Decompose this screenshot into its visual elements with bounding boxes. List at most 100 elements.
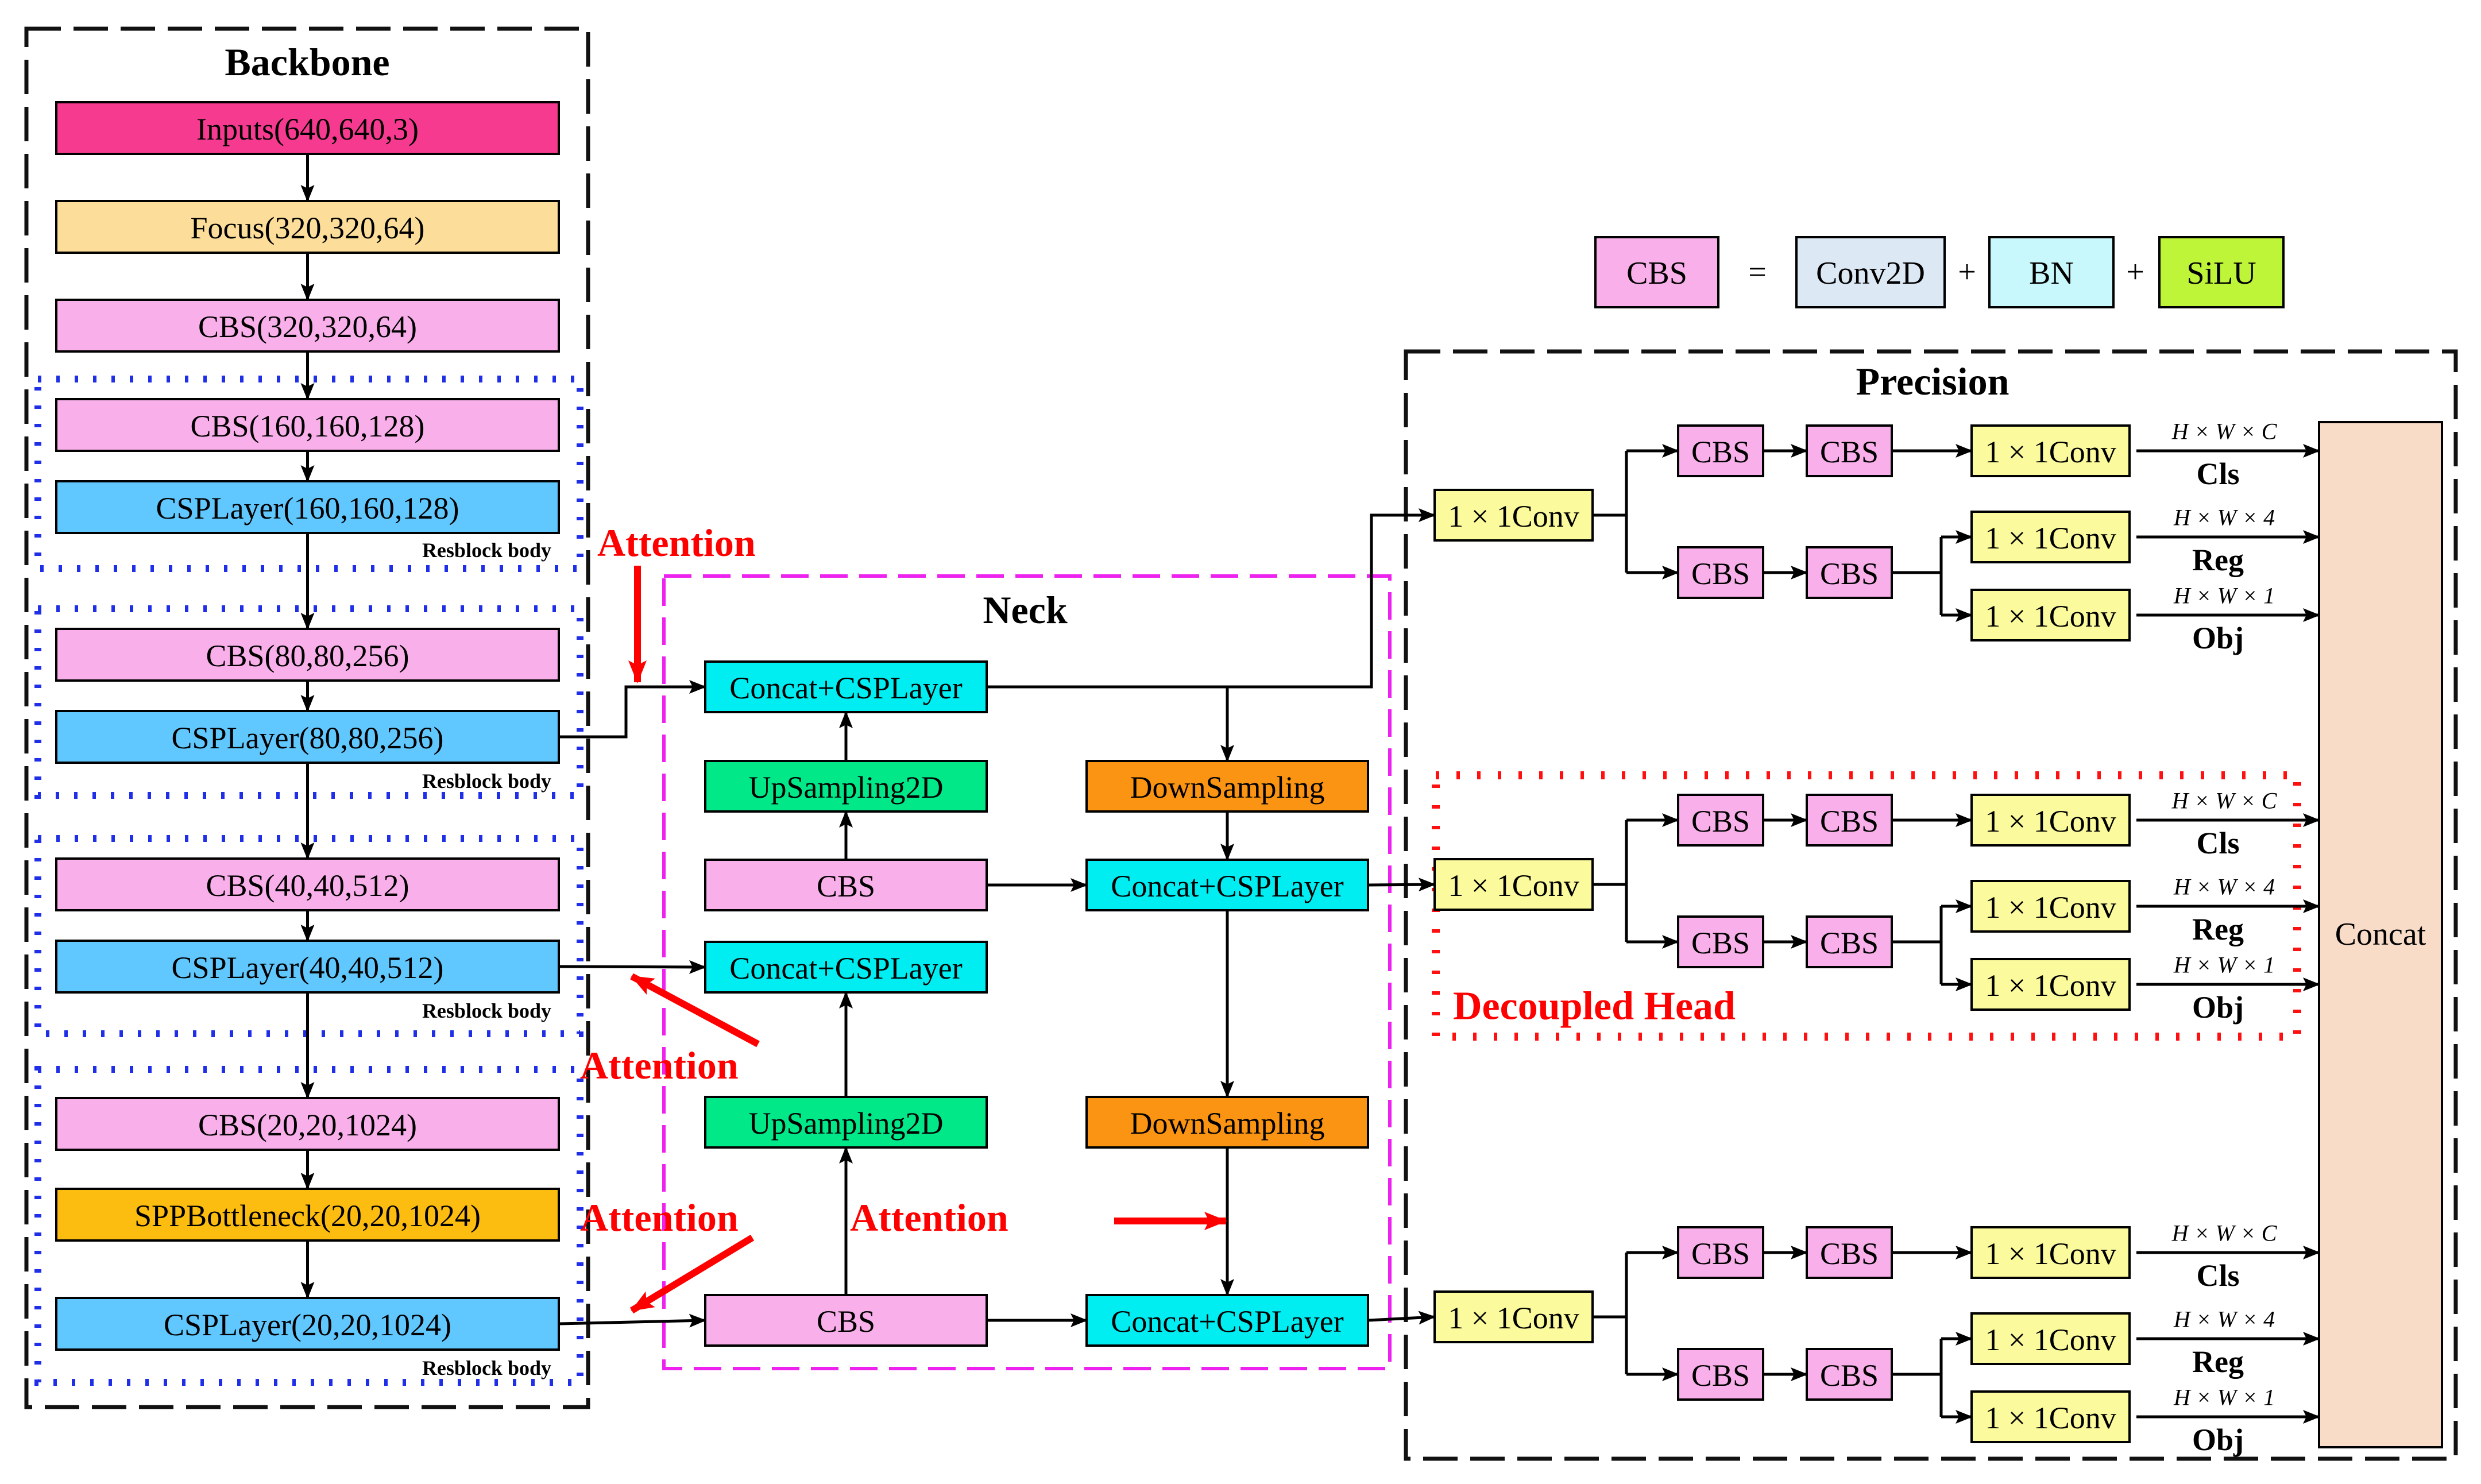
head2-cls-cbs-1-label: CBS bbox=[1691, 804, 1750, 838]
neck-to-head-1 bbox=[1227, 508, 1436, 689]
head3-reg-cbs-1-label: CBS bbox=[1691, 1358, 1750, 1393]
head3-entry-conv-label: 1 × 1Conv bbox=[1448, 1301, 1579, 1335]
head3-reg-conv-label: 1 × 1Conv bbox=[1985, 1323, 2116, 1357]
legend-silu bbox=[2158, 236, 2285, 308]
neck-concat-right-bot-label: Concat+CSPLayer bbox=[1111, 1304, 1343, 1339]
head3-entry-conv bbox=[1433, 1290, 1594, 1343]
head3-cls-cbs-1 bbox=[1677, 1226, 1764, 1279]
neck-down-bot-label: DownSampling bbox=[1130, 1106, 1324, 1141]
resblock-frame-4 bbox=[34, 1066, 583, 1386]
head1-obj-dim: H × W × 1 bbox=[2173, 583, 2275, 609]
head2-reg-label: Reg bbox=[2192, 912, 2244, 946]
connectors bbox=[300, 154, 2320, 1424]
legend-bn bbox=[1988, 236, 2115, 308]
backbone-csp4-label: CSPLayer(20,20,1024) bbox=[164, 1308, 451, 1342]
head2-reg-cbs-2 bbox=[1806, 915, 1893, 968]
head1-reg-cbs-2 bbox=[1806, 546, 1893, 599]
backbone-cbs2-label: CBS(80,80,256) bbox=[206, 639, 409, 673]
backbone-cbs2 bbox=[55, 628, 560, 682]
head1-cls-cbs-2 bbox=[1806, 424, 1893, 477]
head3-reg-conv bbox=[1970, 1312, 2131, 1365]
head2-cls-cbs-2 bbox=[1806, 794, 1893, 847]
head2-entry-conv-label: 1 × 1Conv bbox=[1448, 868, 1579, 903]
backbone-cbs0-label: CBS(320,320,64) bbox=[198, 310, 417, 344]
head3-cls-conv bbox=[1970, 1226, 2131, 1279]
backbone-csp3 bbox=[55, 940, 560, 994]
neck-concat-right-mid-label: Concat+CSPLayer bbox=[1111, 869, 1343, 903]
backbone-to-neck-bot bbox=[558, 1313, 706, 1328]
head1-reg-conv-label: 1 × 1Conv bbox=[1985, 521, 2116, 555]
head2-reg-cbs-2-label: CBS bbox=[1820, 926, 1879, 960]
head3-obj-label: Obj bbox=[2192, 1423, 2244, 1457]
neck-up-top-label: UpSampling2D bbox=[748, 770, 943, 805]
head1-cls-dim: H × W × C bbox=[2171, 419, 2278, 445]
neck-cbs-bot-label: CBS bbox=[817, 1304, 875, 1339]
head1-reg-label: Reg bbox=[2192, 543, 2244, 577]
head2-cls-conv bbox=[1970, 794, 2131, 847]
neck-cbs-bot bbox=[704, 1294, 988, 1347]
head1-entry-conv-label: 1 × 1Conv bbox=[1448, 499, 1579, 534]
head2-obj-dim: H × W × 1 bbox=[2173, 952, 2275, 978]
backbone-csp3-label: CSPLayer(40,40,512) bbox=[172, 950, 444, 985]
neck-down-top-label: DownSampling bbox=[1130, 770, 1324, 805]
resblock-label-1: Resblock body bbox=[422, 539, 551, 562]
backbone-cbs3 bbox=[55, 857, 560, 911]
head3-cls-label: Cls bbox=[2196, 1258, 2239, 1293]
backbone-focus bbox=[55, 200, 560, 254]
backbone-inputs-label: Inputs(640,640,3) bbox=[196, 112, 419, 146]
backbone-cbs3-label: CBS(40,40,512) bbox=[206, 868, 409, 903]
attention-label-1: Attention bbox=[597, 521, 756, 565]
head3-cls-conv-label: 1 × 1Conv bbox=[1985, 1236, 2116, 1271]
head1-cls-cbs-1-label: CBS bbox=[1691, 435, 1750, 469]
backbone-cbs1 bbox=[55, 398, 560, 452]
backbone-title: Backbone bbox=[225, 40, 389, 84]
legend-conv2d bbox=[1795, 236, 1946, 308]
head3-cls-cbs-2 bbox=[1806, 1226, 1893, 1279]
neck-down-bot bbox=[1085, 1096, 1369, 1149]
resblock-label-2: Resblock body bbox=[422, 770, 551, 793]
precision-frame bbox=[1404, 349, 2458, 1461]
backbone-focus-label: Focus(320,320,64) bbox=[191, 211, 425, 245]
neck-to-head-3 bbox=[1367, 1311, 1436, 1325]
neck-concat-mid bbox=[704, 941, 988, 994]
concat-output-label: Concat bbox=[2335, 917, 2426, 952]
neck-concat-top bbox=[704, 660, 988, 713]
neck-up-top bbox=[704, 760, 988, 813]
neck-cbs-mid bbox=[704, 859, 988, 911]
head2-cls-label: Cls bbox=[2196, 826, 2239, 860]
head2-cls-dim: H × W × C bbox=[2171, 788, 2278, 814]
legend-cbs-label: CBS bbox=[1626, 256, 1687, 291]
head2-cls-cbs-1 bbox=[1677, 794, 1764, 847]
neck-title: Neck bbox=[983, 588, 1067, 632]
frames bbox=[24, 26, 2458, 1461]
resblock-label-3: Resblock body bbox=[422, 999, 551, 1022]
attention-label-4: Attention bbox=[850, 1196, 1008, 1239]
legend-bn-label: BN bbox=[2029, 256, 2074, 291]
head2-cls-cbs-2-label: CBS bbox=[1820, 804, 1879, 838]
head2-reg-conv bbox=[1970, 880, 2131, 933]
head2-obj-label: Obj bbox=[2192, 990, 2244, 1025]
head3-reg-cbs-2-label: CBS bbox=[1820, 1358, 1879, 1393]
head2-obj-conv bbox=[1970, 958, 2131, 1011]
backbone-csp1 bbox=[55, 480, 560, 534]
head1-reg-cbs-2-label: CBS bbox=[1820, 556, 1879, 591]
head2-entry-conv bbox=[1433, 858, 1594, 911]
attention-label-2: Attention bbox=[580, 1044, 739, 1087]
neck-down-top bbox=[1085, 760, 1369, 813]
head2-reg-cbs-1 bbox=[1677, 915, 1764, 968]
head3-obj-conv-label: 1 × 1Conv bbox=[1985, 1401, 2116, 1435]
attention-arrow-2 bbox=[630, 973, 760, 1048]
head1-reg-dim: H × W × 4 bbox=[2173, 505, 2275, 531]
backbone-cbs1-label: CBS(160,160,128) bbox=[190, 409, 424, 443]
head2-reg-conv-label: 1 × 1Conv bbox=[1985, 890, 2116, 925]
blocks bbox=[55, 101, 2443, 1448]
head3-reg-cbs-2 bbox=[1806, 1348, 1893, 1401]
backbone-spp bbox=[55, 1188, 560, 1242]
head1-cls-conv-label: 1 × 1Conv bbox=[1985, 435, 2116, 469]
head1-cls-cbs-1 bbox=[1677, 424, 1764, 477]
backbone-spp-label: SPPBottleneck(20,20,1024) bbox=[134, 1199, 481, 1233]
backbone-csp4 bbox=[55, 1297, 560, 1351]
head3-reg-dim: H × W × 4 bbox=[2173, 1307, 2275, 1332]
head3-cls-cbs-1-label: CBS bbox=[1691, 1236, 1750, 1271]
